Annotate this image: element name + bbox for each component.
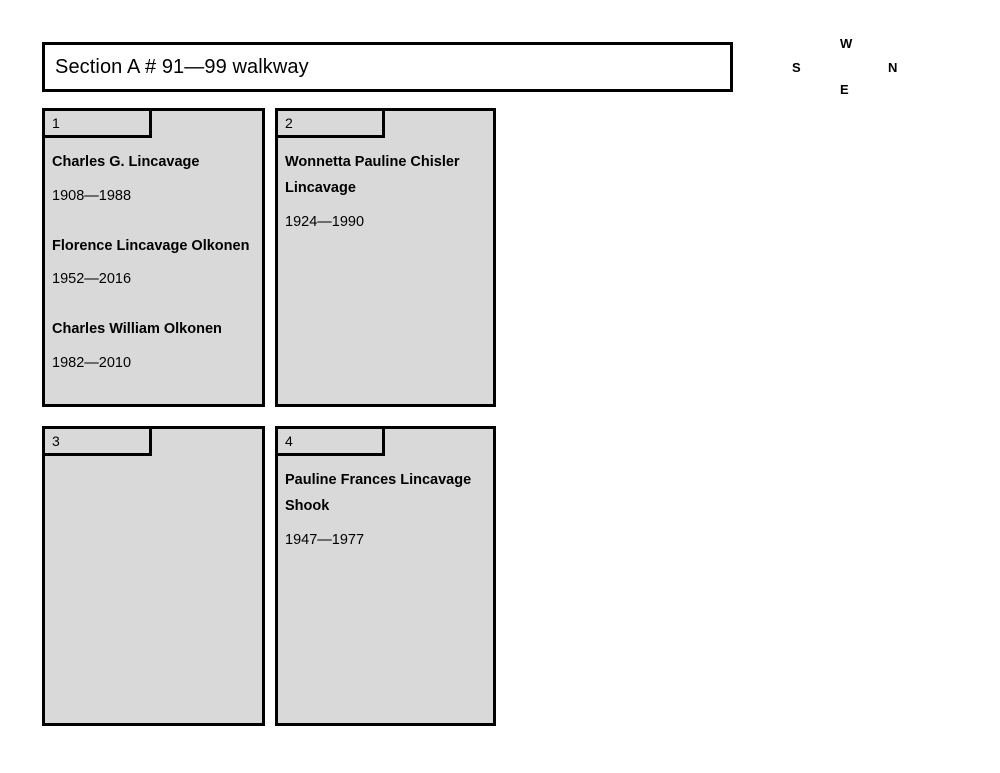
plot-2-number: 2 bbox=[285, 115, 293, 131]
burial-entry: Wonnetta Pauline Chisler Lincavage 1924—… bbox=[285, 150, 483, 235]
burial-dates: 1982—2010 bbox=[52, 354, 132, 371]
compass-north-label: N bbox=[888, 60, 898, 75]
burial-entry: Florence Lincavage Olkonen 1952—2016 bbox=[52, 234, 252, 294]
plot-3-number-tab: 3 bbox=[42, 426, 152, 456]
plot-3-number: 3 bbox=[52, 433, 60, 449]
plot-3-burial-list bbox=[45, 459, 262, 723]
plot-1-number: 1 bbox=[52, 115, 60, 131]
burial-dates: 1952—2016 bbox=[52, 271, 132, 288]
burial-name: Florence Lincavage Olkonen bbox=[52, 237, 250, 254]
burial-entry: Charles William Olkonen 1982—2010 bbox=[52, 317, 252, 377]
compass-east-label: E bbox=[840, 82, 849, 97]
burial-name: Charles William Olkonen bbox=[52, 321, 222, 338]
burial-name: Pauline Frances Lincavage Shook bbox=[285, 472, 472, 514]
section-title-box: Section A # 91—99 walkway bbox=[42, 42, 733, 92]
plot-2[interactable]: 2 Wonnetta Pauline Chisler Lincavage 192… bbox=[275, 108, 496, 407]
plot-4-number: 4 bbox=[285, 433, 293, 449]
compass-south-label: S bbox=[792, 60, 801, 75]
plot-3[interactable]: 3 bbox=[42, 426, 265, 726]
plot-4[interactable]: 4 Pauline Frances Lincavage Shook 1947—1… bbox=[275, 426, 496, 726]
plot-1[interactable]: 1 Charles G. Lincavage 1908—1988 Florenc… bbox=[42, 108, 265, 407]
plot-4-burial-list: Pauline Frances Lincavage Shook 1947—197… bbox=[278, 459, 493, 723]
burial-dates: 1908—1988 bbox=[52, 187, 132, 204]
burial-entry: Charles G. Lincavage 1908—1988 bbox=[52, 150, 252, 210]
plot-1-burial-list: Charles G. Lincavage 1908—1988 Florence … bbox=[45, 141, 262, 404]
burial-dates: 1947—1977 bbox=[285, 531, 365, 548]
burial-entry: Pauline Frances Lincavage Shook 1947—197… bbox=[285, 468, 483, 553]
burial-dates: 1924—1990 bbox=[285, 213, 365, 230]
plot-4-number-tab: 4 bbox=[275, 426, 385, 456]
compass-west-label: W bbox=[840, 36, 853, 51]
plot-1-number-tab: 1 bbox=[42, 108, 152, 138]
burial-name: Charles G. Lincavage bbox=[52, 154, 200, 170]
page-title: Section A # 91—99 walkway bbox=[55, 55, 309, 78]
plot-2-number-tab: 2 bbox=[275, 108, 385, 138]
plot-2-burial-list: Wonnetta Pauline Chisler Lincavage 1924—… bbox=[278, 141, 493, 404]
burial-name: Wonnetta Pauline Chisler Lincavage bbox=[285, 154, 460, 196]
compass-rose: W S N E bbox=[780, 15, 915, 97]
